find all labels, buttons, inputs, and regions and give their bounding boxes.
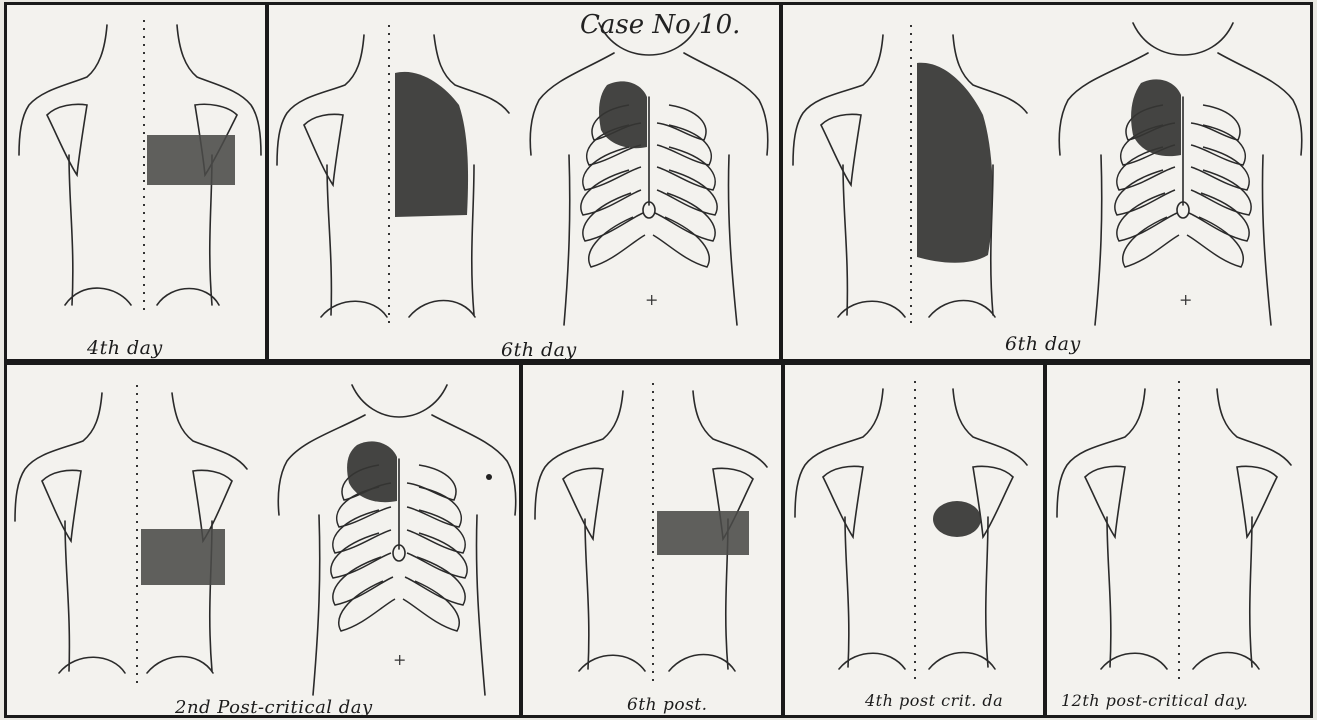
front-torso-ribcage: +	[530, 23, 767, 325]
back-view-figure	[785, 365, 1046, 718]
panel-caption: 6th post.	[627, 695, 708, 715]
front-torso-ribcage: +	[278, 385, 515, 695]
back-front-figures: +	[783, 5, 1313, 362]
back-front-figures: +	[7, 365, 522, 718]
back-torso-outline	[277, 35, 509, 317]
panel-6th-day-a: + 6th day	[266, 2, 782, 362]
dullness-area	[933, 501, 981, 537]
dullness-area-front	[1131, 79, 1181, 156]
panel-6th-day-b: + 6th day	[780, 2, 1313, 362]
panel-6th-post: 6th post.	[520, 362, 784, 718]
panel-12th-post-critical-day: 12th post-critical day.	[1044, 362, 1313, 718]
case-title: Case No 10.	[580, 10, 740, 40]
panel-4th-post-critical-day: 4th post crit. da	[782, 362, 1046, 718]
svg-text:+: +	[1179, 290, 1192, 309]
dullness-area	[395, 72, 468, 217]
dullness-area	[657, 511, 749, 555]
torso-outline	[795, 389, 1027, 669]
panel-caption: 4th day	[87, 337, 163, 359]
dullness-area-front	[599, 81, 647, 148]
back-view-figure	[1047, 365, 1313, 718]
panel-2nd-post-critical-day: + 2nd Post-critical day	[4, 362, 522, 718]
dullness-area-front	[347, 441, 397, 502]
back-view-figure	[7, 5, 268, 362]
dullness-area	[147, 135, 235, 185]
back-front-figures: +	[269, 5, 782, 362]
svg-text:+: +	[645, 290, 658, 309]
panel-caption: 6th day	[1005, 333, 1081, 355]
torso-outline	[1057, 389, 1291, 669]
front-torso-ribcage: +	[1059, 23, 1301, 325]
panel-caption: 4th post crit. da	[865, 691, 1003, 710]
panel-caption: 2nd Post-critical day	[175, 697, 373, 718]
panel-caption: 12th post-critical day.	[1061, 691, 1248, 710]
dullness-area	[917, 63, 993, 263]
panel-caption: 6th day	[501, 339, 577, 361]
back-view-figure	[523, 365, 784, 718]
svg-text:+: +	[393, 650, 406, 669]
dullness-area	[141, 529, 225, 585]
panel-4th-day: 4th day	[4, 2, 268, 362]
